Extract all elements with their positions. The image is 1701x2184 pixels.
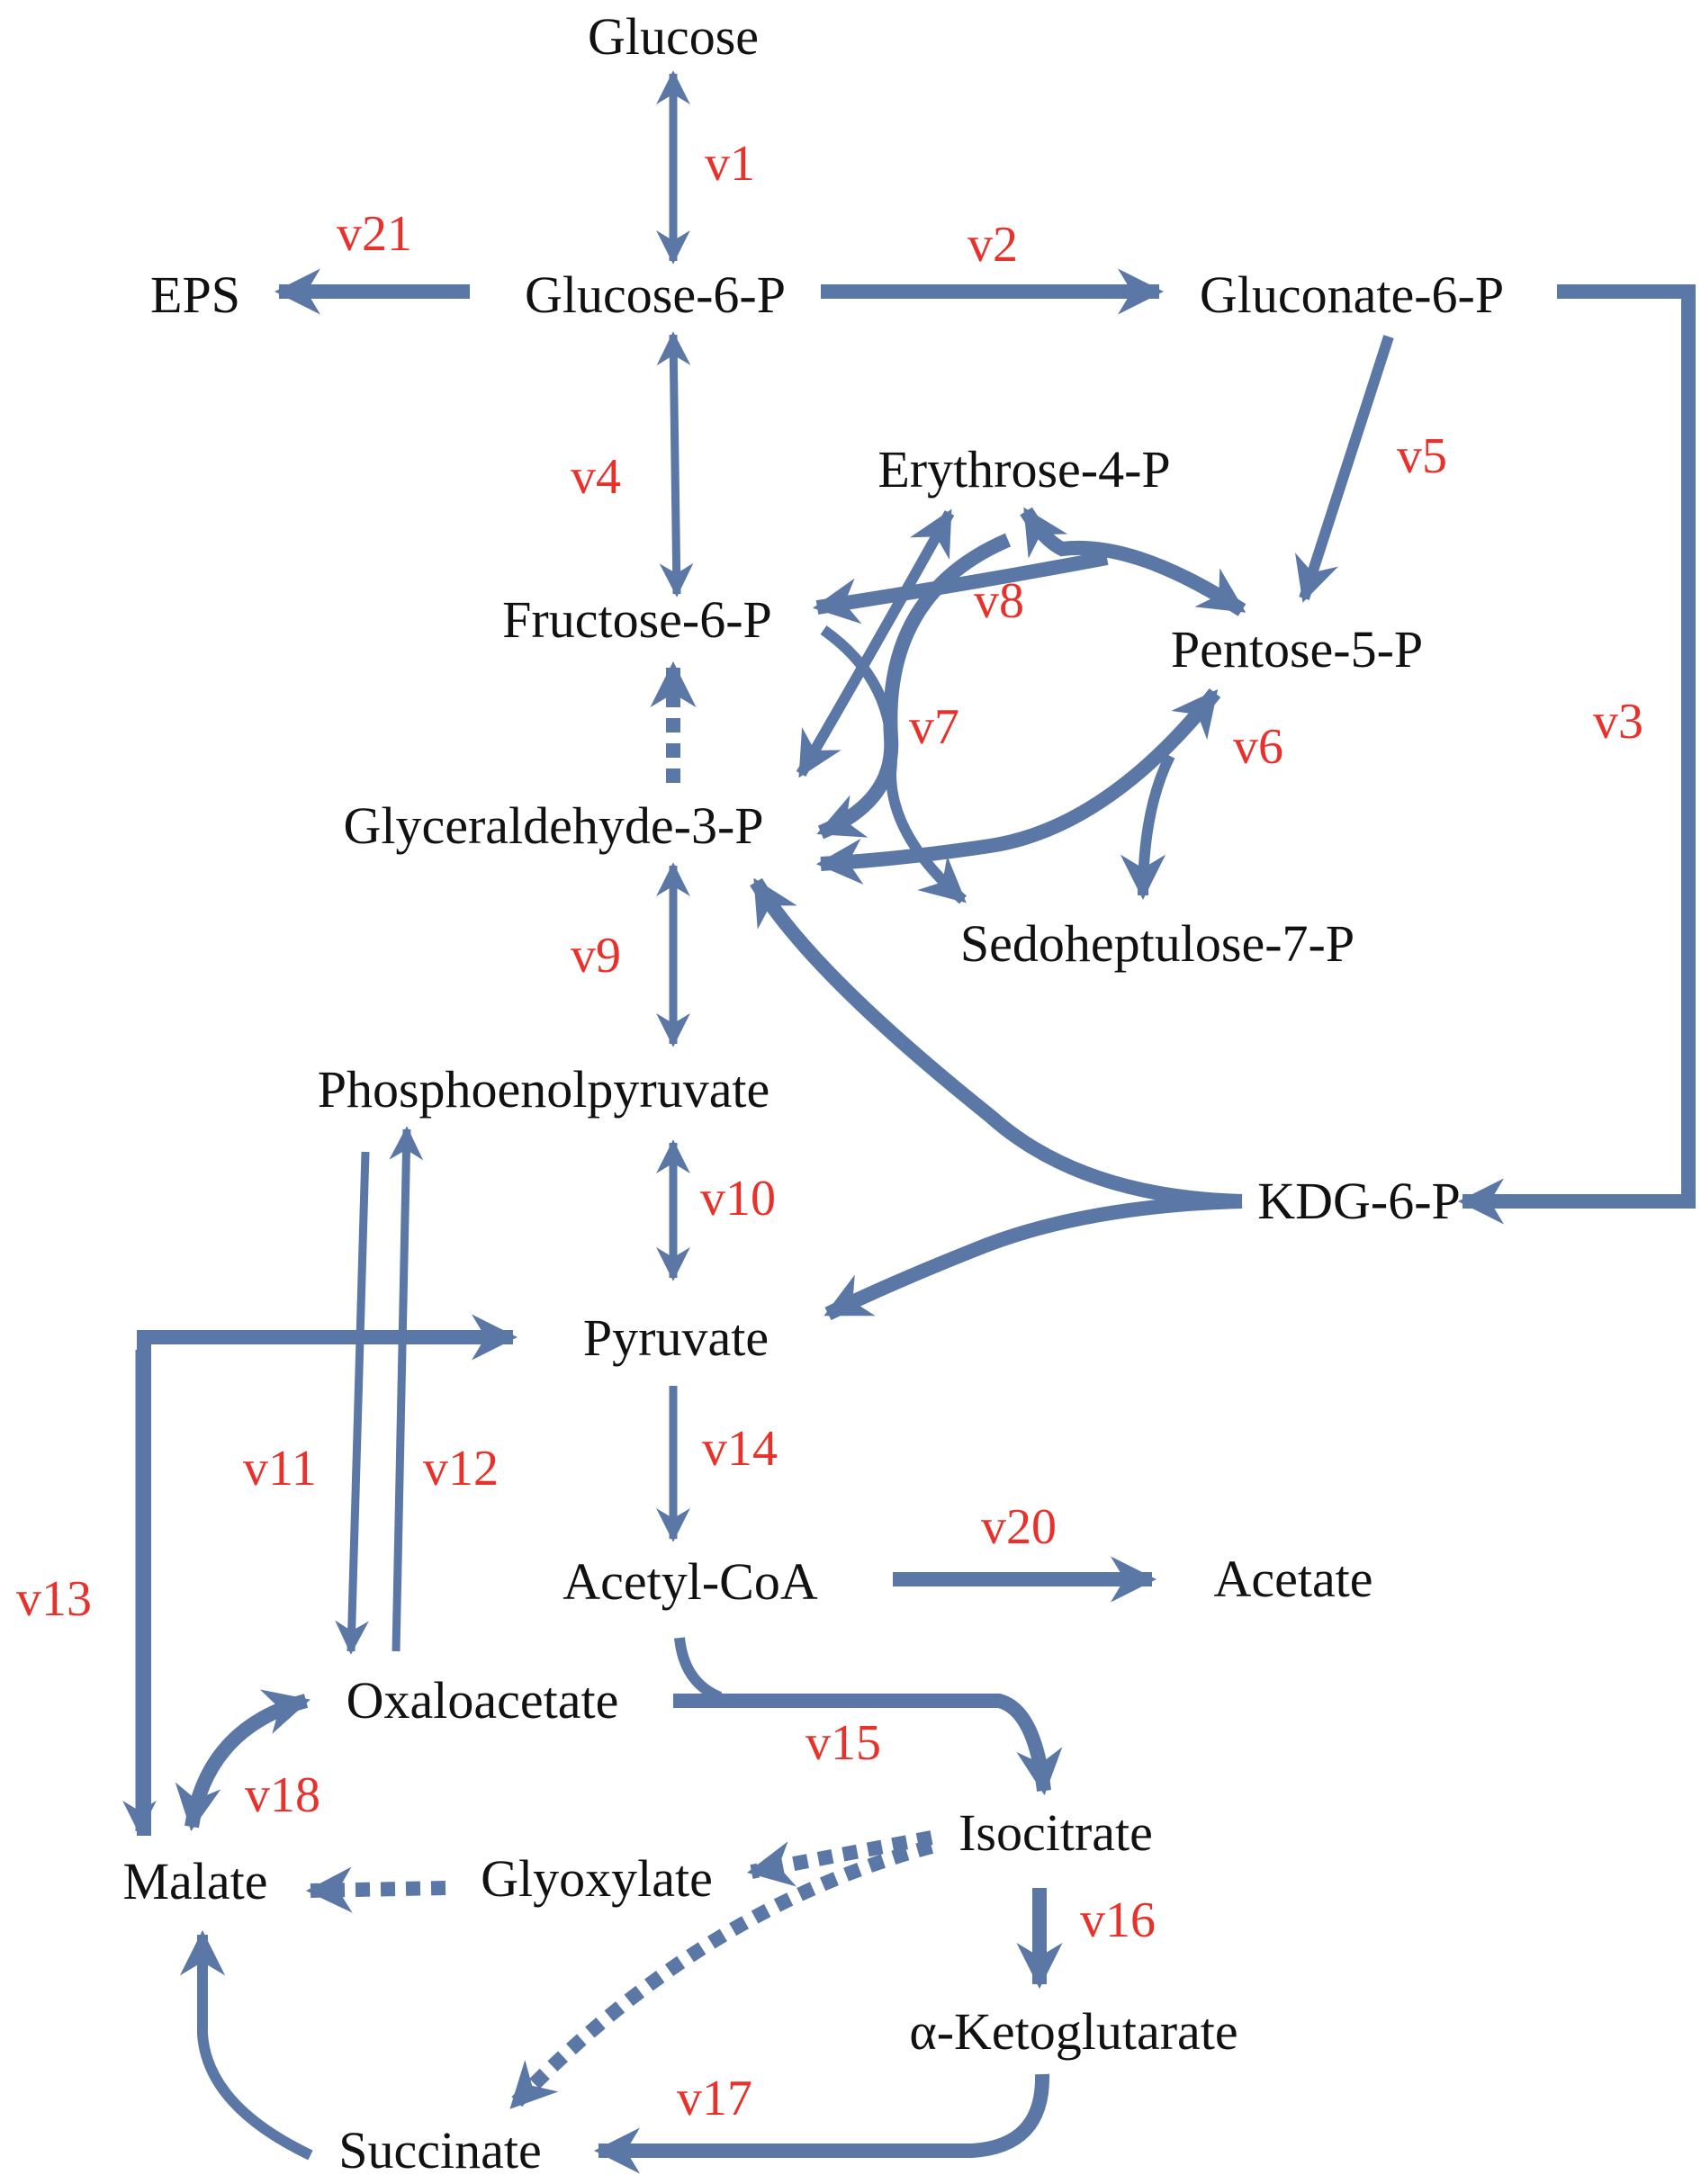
arrow-v3 [1457,284,1696,1225]
metabolite-pentose5p: Pentose-5-P [1171,620,1423,679]
flux-label-v10: v10 [700,1171,776,1227]
flux-label-v6: v6 [1233,719,1283,775]
metabolite-acetate: Acetate [1213,1550,1372,1608]
metabolite-erythrose4p: Erythrose-4-P [878,440,1170,499]
metabolite-oxaloacetate: Oxaloacetate [346,1671,619,1730]
arrow-v5 [1294,335,1394,603]
flux-label-v2: v2 [968,217,1018,273]
metabolite-pep: Phosphoenolpyruvate [318,1060,770,1119]
arrow-v15-acoa [674,1637,723,1703]
metabolite-glyceraldehyde3p: Glyceraldehyde-3-P [343,796,763,855]
arrow-v4 [656,331,694,598]
flux-label-v15: v15 [806,1715,881,1771]
arrow-icl-glyoxylate [746,1830,933,1887]
arrow-succinate-malate [179,1929,313,2161]
flux-label-v9: v9 [571,928,621,984]
arrow-v6-s7p [1120,753,1175,901]
flux-label-v7: v7 [909,699,959,755]
arrow-v8-e4p-p5p [1020,507,1246,616]
flux-label-v13: v13 [16,1571,92,1627]
arrow-ms-malate [305,1866,446,1913]
metabolite-acetylcoa: Acetyl-CoA [562,1552,818,1611]
flux-label-v5: v5 [1397,428,1447,484]
flux-label-v12: v12 [423,1441,499,1496]
flux-label-v3: v3 [1593,694,1643,750]
arrow-v12 [389,1126,424,1652]
flux-label-v4: v4 [571,449,621,505]
metabolite-eps: EPS [150,265,240,324]
flux-label-v20: v20 [981,1499,1057,1555]
flux-label-v14: v14 [702,1421,778,1477]
metabolite-succinate: Succinate [338,2121,541,2180]
flux-label-v1: v1 [705,136,755,192]
metabolite-glucose: Glucose [588,7,759,66]
flux-label-v11: v11 [243,1441,317,1496]
arrow-v13-bracket [137,1314,518,1836]
metabolite-kdg6p: KDG-6-P [1257,1172,1461,1230]
arrow-v15 [673,1694,1063,1796]
arrow-icl-succinate [508,1839,934,2111]
metabolite-gluconate6p: Gluconate-6-P [1200,265,1504,324]
arrow-kdg-gap [750,877,1243,1209]
metabolite-pyruvate: Pyruvate [583,1308,769,1367]
metabolite-fructose6p: Fructose-6-P [502,590,772,649]
flux-label-v18: v18 [245,1767,320,1823]
metabolite-akg: α-Ketoglutarate [909,2002,1238,2061]
flux-label-v8: v8 [974,573,1024,629]
metabolite-glyoxylate: Glyoxylate [481,1849,713,1908]
arrow-kdg-pyr [824,1194,1243,1321]
flux-label-v21: v21 [337,206,412,262]
arrow-v6-p5p-gap [815,688,1221,885]
arrow-v11 [335,1151,370,1655]
metabolite-malate: Malate [122,1852,267,1910]
metabolite-sedoheptulose7p: Sedoheptulose-7-P [960,914,1354,973]
arrow-v17 [593,2073,1050,2174]
flux-label-v16: v16 [1080,1892,1156,1948]
flux-label-v17: v17 [677,2071,752,2126]
arrow-v18 [175,1689,310,1832]
metabolite-isocitrate: Isocitrate [958,1803,1153,1862]
metabolite-glucose6p: Glucose-6-P [525,265,786,324]
